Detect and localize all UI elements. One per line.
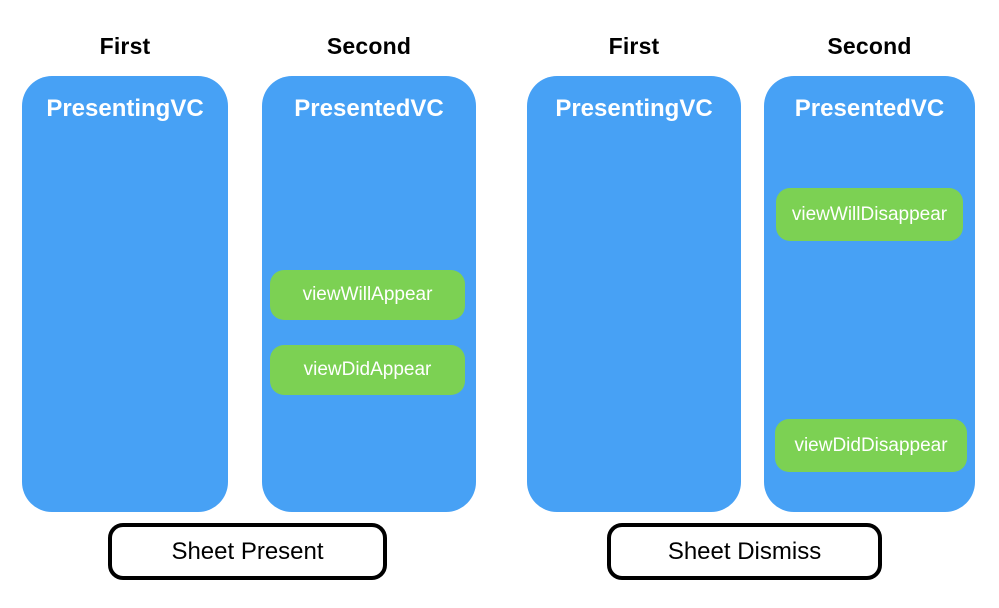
- lifecycle-badge-view-will-disappear: viewWillDisappear: [776, 188, 963, 241]
- vc-box-title: PresentedVC: [294, 95, 444, 122]
- vc-box-title: PresentedVC: [794, 95, 945, 122]
- lifecycle-badge-view-will-appear: viewWillAppear: [270, 270, 465, 320]
- presenting-vc-box: PresentingVC: [527, 76, 741, 512]
- column-header-second: Second: [326, 33, 412, 59]
- column-header-second: Second: [827, 33, 912, 59]
- sheet-present-button[interactable]: Sheet Present: [108, 523, 387, 580]
- presented-vc-box: PresentedVC viewWillAppear viewDidAppear: [262, 76, 476, 512]
- lifecycle-badge-view-did-appear: viewDidAppear: [270, 345, 465, 395]
- lifecycle-badge-view-did-disappear: viewDidDisappear: [775, 419, 967, 472]
- vc-box-title: PresentingVC: [555, 95, 713, 122]
- vc-box-title: PresentingVC: [46, 95, 204, 122]
- presented-vc-box: PresentedVC viewWillDisappear viewDidDis…: [764, 76, 975, 512]
- sheet-dismiss-button[interactable]: Sheet Dismiss: [607, 523, 882, 580]
- column-header-first: First: [608, 33, 660, 59]
- column-header-first: First: [99, 33, 151, 59]
- presenting-vc-box: PresentingVC: [22, 76, 228, 512]
